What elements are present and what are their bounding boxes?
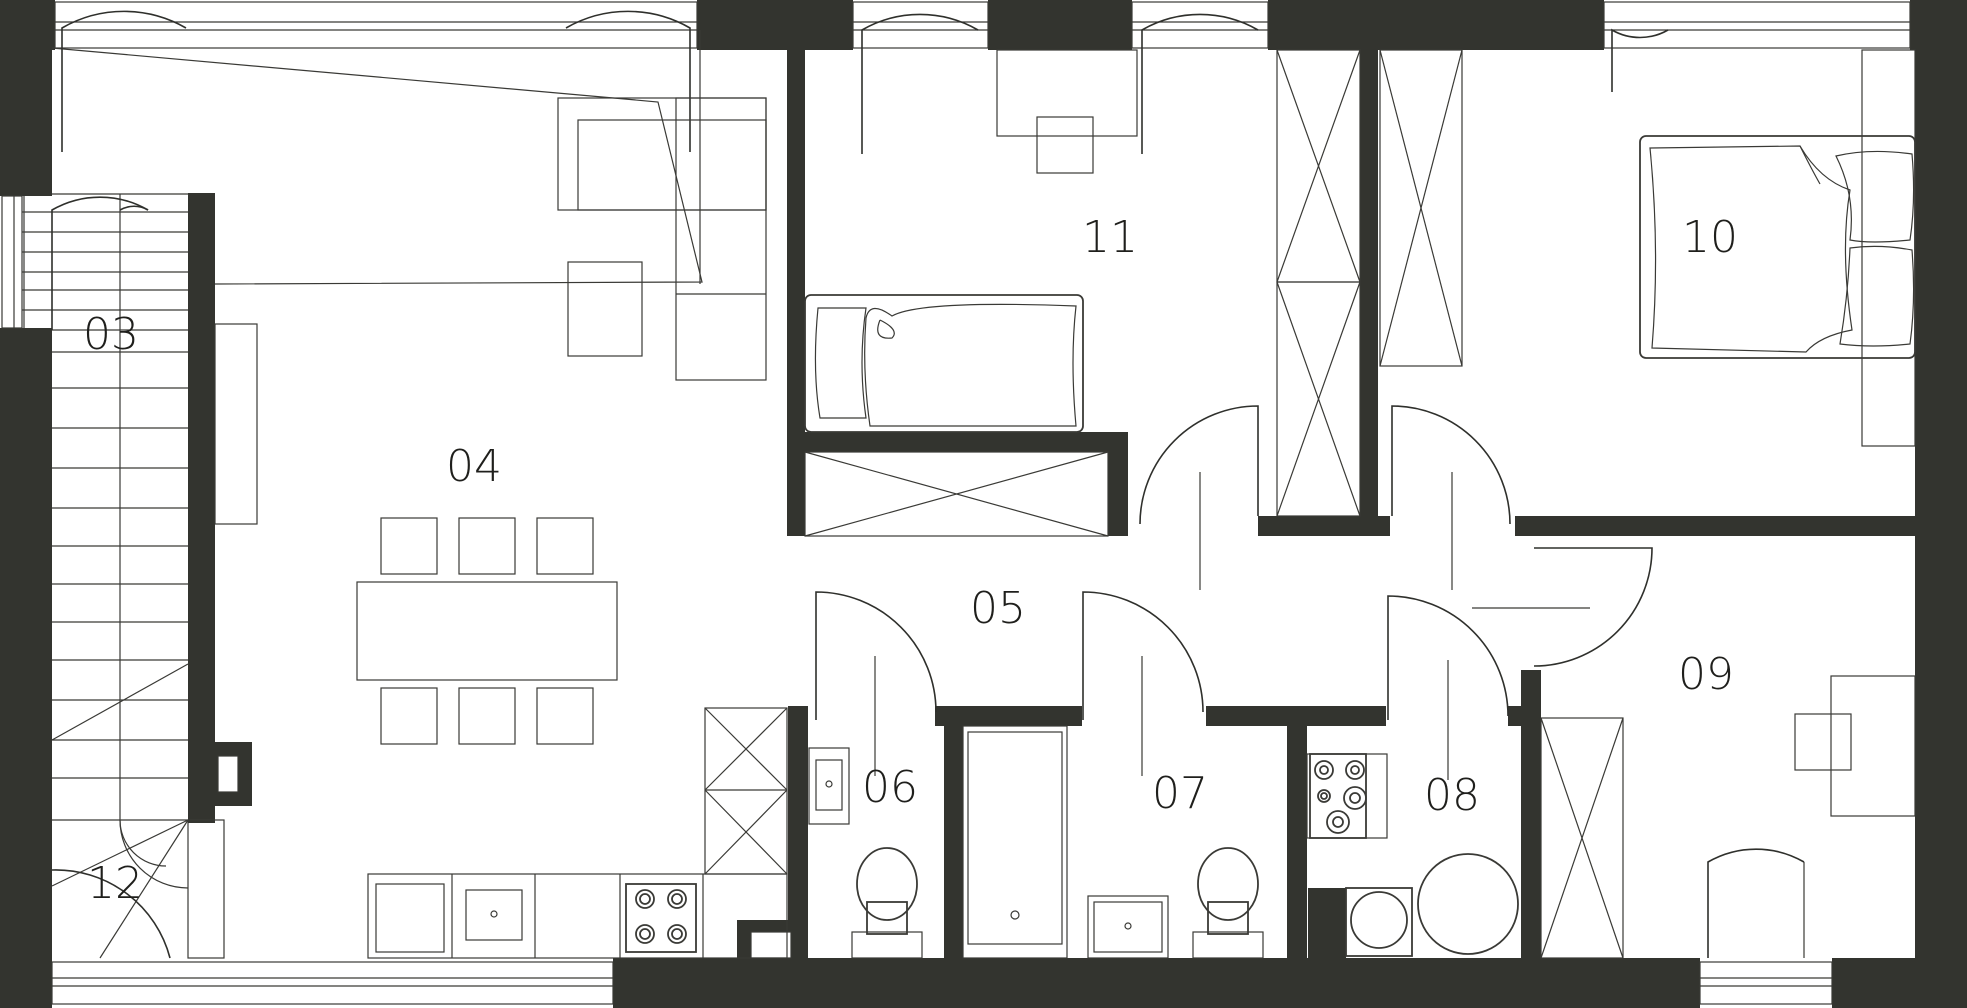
room-label-08: 08 xyxy=(1424,770,1480,821)
room-09-furniture xyxy=(1540,675,1916,959)
room-label-06: 06 xyxy=(862,762,918,813)
windows xyxy=(1,1,1911,1005)
room-label-09: 09 xyxy=(1678,649,1734,700)
room-label-05: 05 xyxy=(970,583,1026,634)
room-10-furniture xyxy=(1391,28,1916,590)
room-label-03: 03 xyxy=(83,309,139,360)
hall-details xyxy=(1199,472,1653,667)
room-label-11: 11 xyxy=(1082,212,1138,263)
room-label-07: 07 xyxy=(1152,768,1208,819)
staircase xyxy=(22,193,225,959)
bathrooms xyxy=(808,591,1519,959)
interior-walls xyxy=(188,50,1915,959)
room-label-10: 10 xyxy=(1682,212,1738,263)
room-11-furniture xyxy=(804,13,1463,537)
living-room-furniture xyxy=(51,10,788,959)
room-label-12: 12 xyxy=(87,858,143,909)
room-label-04: 04 xyxy=(446,441,502,492)
room-labels: 03 04 05 06 07 08 09 10 11 12 xyxy=(83,212,1738,909)
